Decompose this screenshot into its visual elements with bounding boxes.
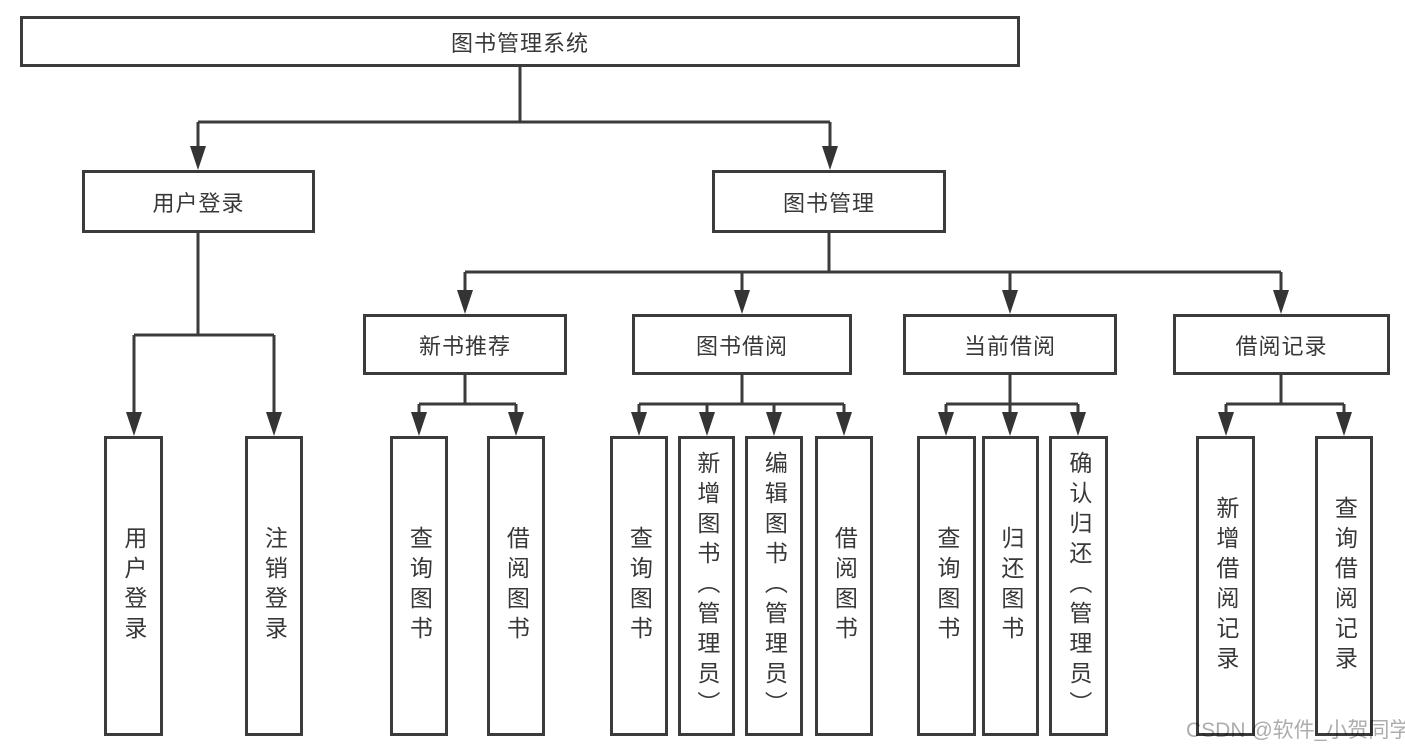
leaf-user-login-label: 用户登录 [120,526,147,646]
leaf-query-borrow-record: 查询借阅记录 [1315,436,1373,736]
leaf-return-books-label: 归还图书 [997,526,1024,646]
leaf-borrow-books-recommend: 借阅图书 [487,436,545,736]
leaf-confirm-return-admin: 确认归还（管理员） [1049,436,1108,736]
leaf-query-books-current: 查询图书 [917,436,976,736]
leaf-user-login: 用户登录 [104,436,163,736]
leaf-return-books: 归还图书 [982,436,1039,736]
leaf-add-book-admin-label: 新增图书（管理员） [693,451,720,721]
leaf-add-book-admin: 新增图书（管理员） [678,436,735,736]
leaf-query-books-current-label: 查询图书 [933,526,960,646]
node-book-borrowing-label: 图书借阅 [695,333,788,359]
leaf-query-books-borrowing: 查询图书 [610,436,668,736]
leaf-edit-book-admin: 编辑图书（管理员） [745,436,803,736]
node-current-borrowing-label: 当前借阅 [963,333,1056,359]
leaf-edit-book-admin-label: 编辑图书（管理员） [761,451,788,721]
leaf-add-borrow-record-label: 新增借阅记录 [1212,496,1239,676]
node-library-system-label: 图书管理系统 [450,30,589,56]
leaf-confirm-return-admin-label: 确认归还（管理员） [1065,451,1092,721]
node-user-login-label: 用户登录 [152,190,245,216]
node-new-book-recommend: 新书推荐 [363,314,567,375]
node-borrowing-records: 借阅记录 [1173,314,1390,375]
leaf-logout-label: 注销登录 [261,526,288,646]
leaf-add-borrow-record: 新增借阅记录 [1196,436,1255,736]
leaf-borrow-books-recommend-label: 借阅图书 [503,526,530,646]
node-new-book-recommend-label: 新书推荐 [418,333,511,359]
leaf-borrow-books: 借阅图书 [815,436,873,736]
node-book-management: 图书管理 [712,170,946,233]
node-user-login: 用户登录 [82,170,315,233]
node-book-management-label: 图书管理 [782,190,875,216]
leaf-query-books-recommend: 查询图书 [390,436,448,736]
leaf-logout: 注销登录 [245,436,303,736]
node-book-borrowing: 图书借阅 [632,314,852,375]
leaf-borrow-books-label: 借阅图书 [831,526,858,646]
watermark: CSDN @软件_小贺同学 [1186,719,1405,742]
node-library-system: 图书管理系统 [20,16,1020,67]
leaf-query-books-recommend-label: 查询图书 [406,526,433,646]
node-current-borrowing: 当前借阅 [903,314,1117,375]
arrowhead-icons [126,146,1352,436]
node-borrowing-records-label: 借阅记录 [1235,333,1328,359]
leaf-query-books-borrowing-label: 查询图书 [626,526,653,646]
leaf-query-borrow-record-label: 查询借阅记录 [1331,496,1358,676]
